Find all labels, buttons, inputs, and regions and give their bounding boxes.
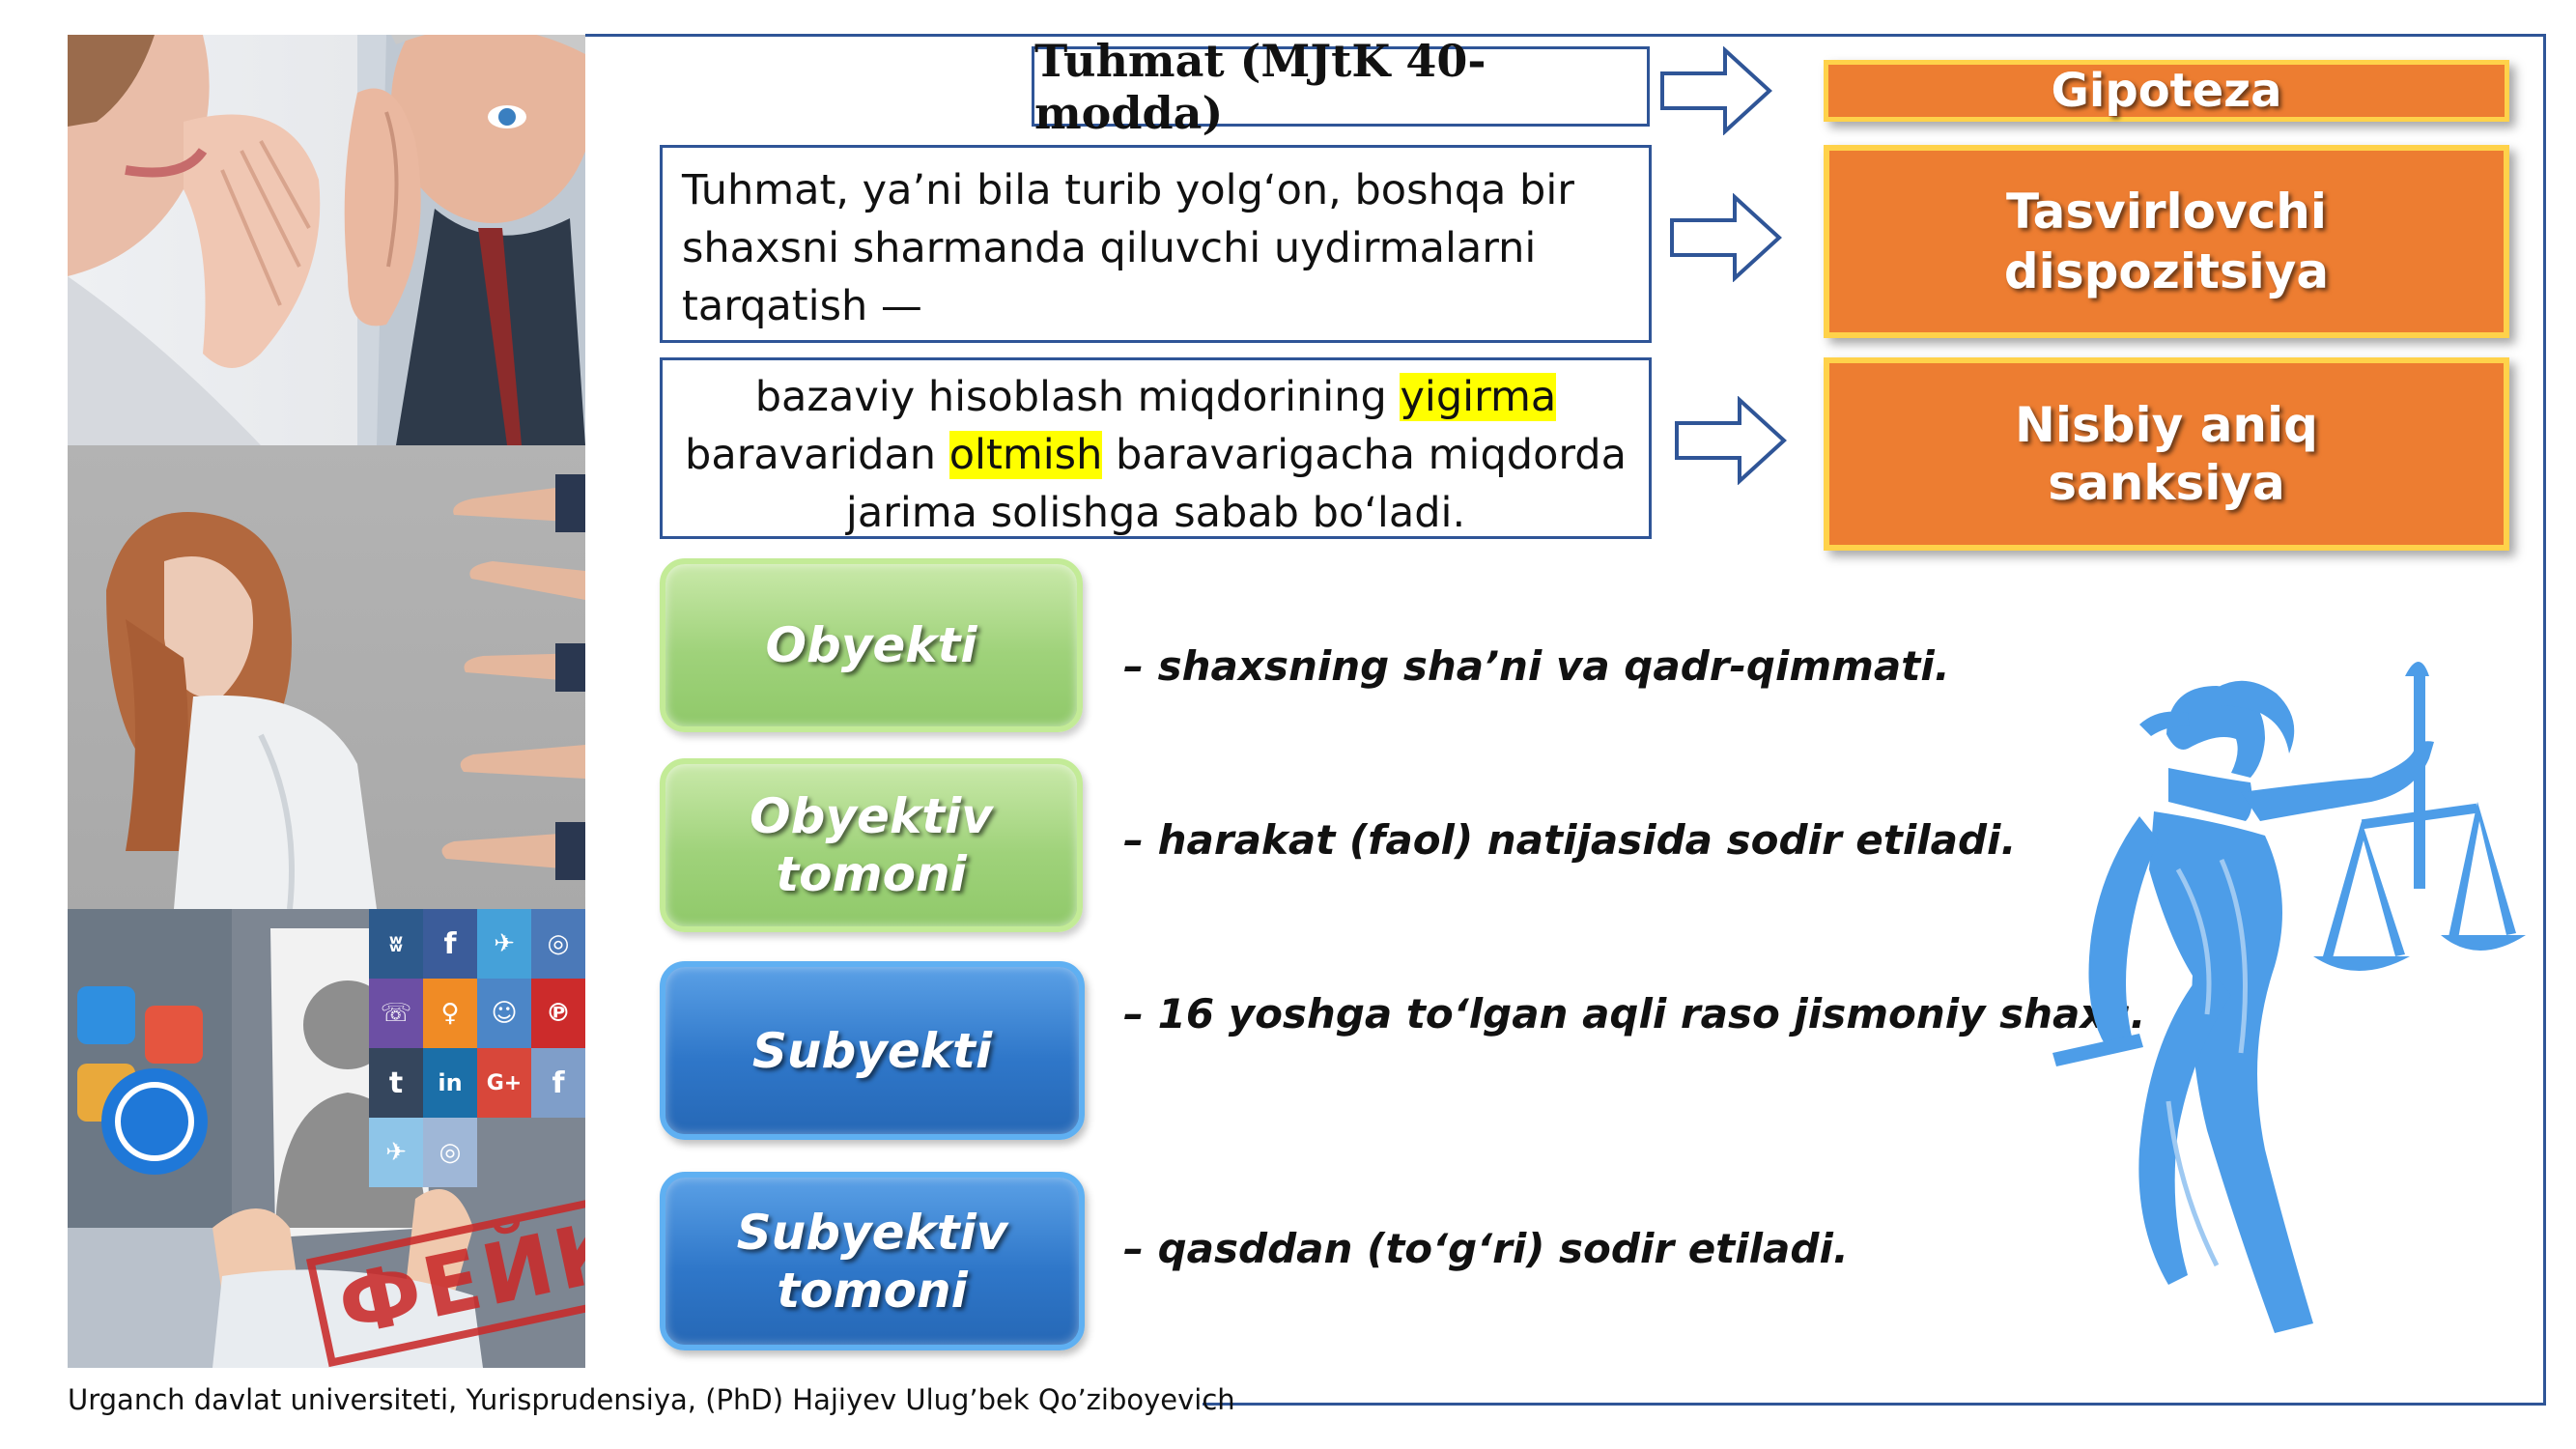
footer-credit: Urganch davlat universiteti, Yurispruden… (68, 1383, 1235, 1416)
dispozitsiya-text-1: Tasvirlovchi (2005, 184, 2327, 240)
frame-top-line (585, 34, 2546, 37)
obyektiv-description: – harakat (faol) natijasida sodir etilad… (1123, 816, 2017, 864)
subyekti-pill: Subyekti (660, 961, 1085, 1140)
sanction-box: bazaviy hisoblash miqdorining yigirma ba… (660, 357, 1652, 539)
googleplus-icon: G+ (477, 1048, 531, 1118)
subyektiv-label-2: tomoni (777, 1262, 968, 1319)
arrow-right-icon (1660, 46, 1772, 135)
facebook-icon-2: f (531, 1048, 585, 1118)
obyektiv-label-1: Obyektiv (750, 788, 993, 844)
subyekti-description: – 16 yoshga to‘lgan aqli raso jismoniy s… (1123, 990, 2146, 1037)
sanction-text-2: baravaridan (685, 431, 949, 479)
definition-box: Tuhmat, ya’ni bila turib yolg‘on, boshqa… (660, 145, 1652, 343)
pinterest-icon: ℗ (531, 979, 585, 1048)
gipoteza-label: Gipoteza (1824, 60, 2509, 122)
facebook-icon: f (423, 909, 477, 979)
article-title: Tuhmat (MJtK 40-modda) (1032, 35, 1650, 139)
dispozitsiya-label: Tasvirlovchi dispozitsiya (1824, 145, 2509, 338)
sanksiya-label: Nisbiy aniq sanksiya (1824, 357, 2509, 551)
smile-icon: ☺ (477, 979, 531, 1048)
sanction-highlight-oltmish: oltmish (948, 431, 1103, 479)
subyektiv-label-1: Subyektiv (736, 1204, 1008, 1261)
photo-whispering (68, 35, 585, 445)
arrow-right-icon-3 (1675, 396, 1787, 485)
instagram-icon: ◎ (531, 909, 585, 979)
vk-icon: ʬ (369, 909, 423, 979)
photo-collage: ʬ f ✈ ◎ ☏ ♀ ☺ ℗ t in G+ f ✈ ◎ ФЕЙК (68, 35, 585, 1368)
sanksiya-text-2: sanksiya (2048, 455, 2285, 511)
subyekti-label: Subyekti (751, 1022, 993, 1079)
instagram-icon-2: ◎ (423, 1118, 477, 1187)
obyekti-pill: Obyekti (660, 558, 1083, 732)
obyekti-label: Obyekti (765, 617, 977, 673)
article-title-text: Tuhmat (MJtK 40-modda) (1034, 34, 1486, 139)
sanksiya-text-1: Nisbiy aniq (2015, 397, 2318, 453)
lady-justice-icon (2052, 662, 2526, 1333)
gipoteza-text: Gipoteza (2051, 64, 2282, 118)
tumblr-icon: t (369, 1048, 423, 1118)
obyekti-description: – shaxsning sha’ni va qadr-qimmati. (1123, 642, 1950, 690)
definition-text: Tuhmat, ya’ni bila turib yolg‘on, boshqa… (682, 166, 1574, 330)
twitter-icon: ✈ (477, 909, 531, 979)
arrow-right-icon-2 (1670, 193, 1782, 282)
sanction-highlight-yigirma: yigirma (1400, 373, 1557, 421)
frame-bottom-line (1203, 1403, 2546, 1406)
frame-right-line (2543, 34, 2546, 1406)
sanction-text-3: baravarigacha miqdorda jarima solishga s… (845, 431, 1627, 537)
dispozitsiya-text-2: dispozitsiya (2003, 243, 2330, 299)
odnoklassniki-icon: ♀ (423, 979, 477, 1048)
photo-accused-woman (68, 445, 585, 909)
photo-fake-profile: ʬ f ✈ ◎ ☏ ♀ ☺ ℗ t in G+ f ✈ ◎ ФЕЙК (68, 909, 585, 1368)
subyektiv-description: – qasddan (to‘g‘ri) sodir etiladi. (1123, 1225, 1849, 1272)
sanction-text-1: bazaviy hisoblash miqdorining (754, 373, 1401, 421)
viber-icon: ☏ (369, 979, 423, 1048)
twitter-icon-2: ✈ (369, 1118, 423, 1187)
social-icon-grid: ʬ f ✈ ◎ ☏ ♀ ☺ ℗ t in G+ f ✈ ◎ (369, 909, 585, 1187)
linkedin-icon: in (423, 1048, 477, 1118)
obyektiv-label-2: tomoni (776, 846, 967, 902)
